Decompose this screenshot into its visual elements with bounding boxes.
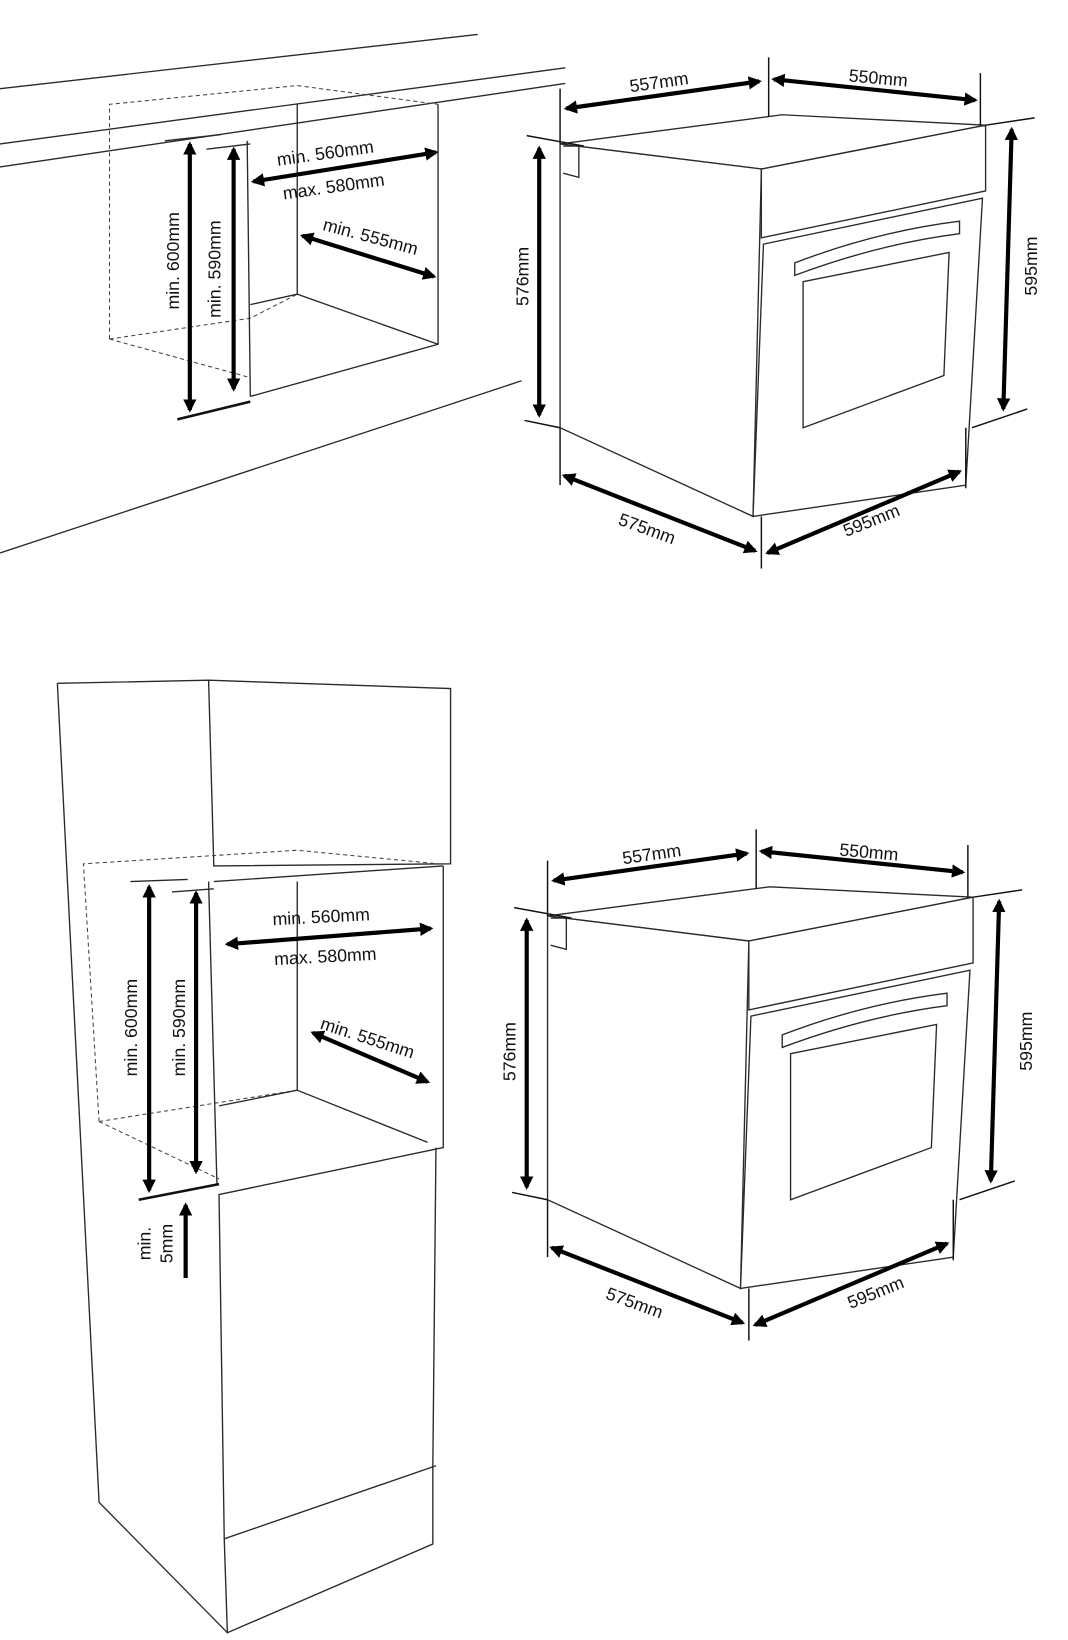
- niche-front-edge: [246, 140, 251, 397]
- bottom-width-label: 595mm: [844, 1272, 906, 1313]
- height-min-label: min. 600mm: [121, 979, 141, 1076]
- depth-arrow: [299, 232, 437, 280]
- left-height-label: 576mm: [500, 1022, 520, 1081]
- top-cabinet: [57, 679, 452, 867]
- oven-drawing: [512, 829, 1022, 1340]
- width-max-label: max. 580mm: [274, 944, 377, 969]
- gap-label-value: 5mm: [157, 1224, 177, 1263]
- gap-label-min: min.: [135, 1227, 155, 1260]
- worktop-front: [0, 67, 566, 145]
- right-height-label: 595mm: [1016, 1012, 1036, 1071]
- height-inner-label: min. 590mm: [169, 979, 189, 1076]
- left-height-label: 576mm: [512, 247, 532, 306]
- worktop-lower: [0, 82, 566, 168]
- floor-line: [0, 380, 522, 554]
- built-under-niche-diagram: min. 600mm min. 590mm min. 560mm max. 58…: [0, 33, 566, 554]
- oven-dimensions-top: 557mm 550mm 576mm 595mm 575mm 595mm: [512, 57, 1041, 568]
- tall-unit-niche-diagram: min. 600mm min. 590mm min. 560mm max. 58…: [56, 679, 452, 1634]
- cabinet-side: [56, 683, 228, 1634]
- height-min-label: min. 600mm: [163, 212, 183, 309]
- niche-outline-dashed: [108, 85, 439, 340]
- height-inner-label: min. 590mm: [205, 220, 225, 317]
- right-height-label: 595mm: [1021, 236, 1041, 295]
- width-arrow: [250, 147, 439, 187]
- bottom-width-label: 595mm: [840, 500, 902, 541]
- width-min-label: min. 560mm: [272, 904, 370, 929]
- oven-dimensions-bottom: 557mm 550mm 576mm 595mm 575mm 595mm: [500, 829, 1036, 1340]
- depth-min-label: min. 555mm: [321, 214, 420, 259]
- depth-arrow: [310, 1030, 431, 1084]
- worktop-edge: [0, 33, 478, 90]
- oven-drawing: [525, 57, 1035, 568]
- width-arrow: [224, 922, 434, 950]
